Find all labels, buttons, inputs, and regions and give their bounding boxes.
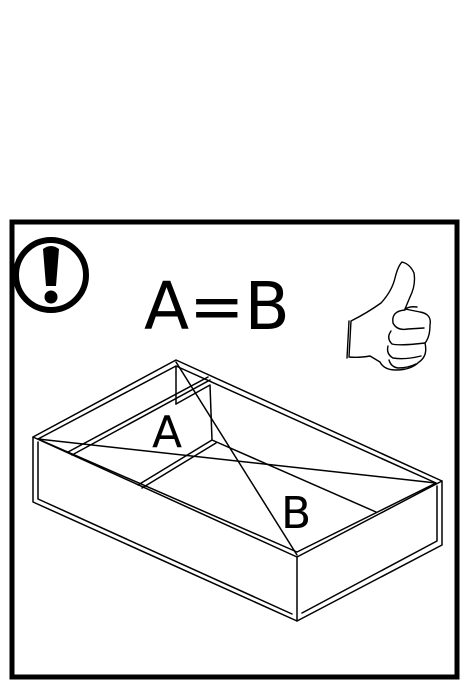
drawer-box-drawing [32,359,443,622]
panel-frame [9,219,460,680]
thumbs-up-icon [346,261,431,371]
equation-text: A=B [144,268,290,345]
diagonal-label-a: A [152,407,182,458]
diagonal-label-b: B [281,488,311,539]
exclamation-circle-icon [13,237,89,313]
